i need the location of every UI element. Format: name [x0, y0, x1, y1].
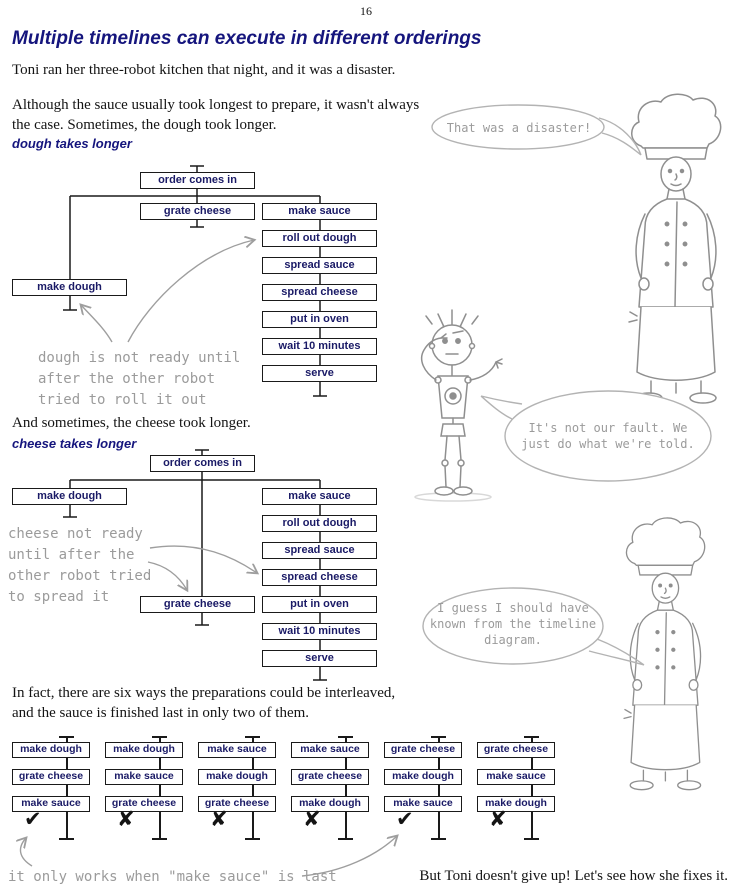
annotation-arrows: [20, 240, 397, 877]
timeline-box-serve-2: serve: [262, 650, 377, 667]
dough-annotation: dough is not ready until after the other…: [38, 350, 241, 408]
timeline-box-put-in-oven: put in oven: [262, 311, 377, 328]
mini-box: make dough: [384, 769, 462, 785]
timeline-box-serve: serve: [262, 365, 377, 382]
mini-timeline-5: grate cheese make dough make sauce ✔: [384, 735, 474, 845]
chef-illustration-top: [628, 93, 722, 404]
speech-bubble-should-have-known: I guess I should have known from the tim…: [429, 601, 597, 647]
six-ways-line1: In fact, there are six ways the preparat…: [12, 685, 396, 701]
check-mark: ✔: [24, 807, 42, 831]
timeline-line: [252, 737, 254, 839]
timeline-line: [345, 737, 347, 839]
mini-box: make sauce: [12, 796, 90, 812]
mini-box: grate cheese: [12, 769, 90, 785]
mini-box: make dough: [105, 742, 183, 758]
mini-box: make sauce: [291, 742, 369, 758]
six-ways-line2: and the sauce is finished last in only t…: [12, 705, 310, 721]
timeline-tick: [431, 838, 446, 840]
timeline-box-spread-cheese: spread cheese: [262, 284, 377, 301]
mini-timeline-1: make dough grate cheese make sauce ✔: [12, 735, 102, 845]
timeline-box-order-comes-in: order comes in: [140, 172, 255, 189]
timeline-tick: [59, 838, 74, 840]
timeline-tick: [152, 838, 167, 840]
speech-bubble-disaster: That was a disaster!: [446, 121, 592, 135]
timeline-box-grate-cheese-2: grate cheese: [140, 596, 255, 613]
six-ways-paragraph: In fact, there are six ways the preparat…: [12, 683, 492, 723]
robot-illustration: [414, 309, 503, 502]
mini-box: make sauce: [198, 742, 276, 758]
sauce-paragraph-line1: Although the sauce usually took longest …: [12, 97, 420, 113]
closing-paragraph: But Toni doesn't give up! Let's see how …: [419, 868, 728, 884]
cheese-paragraph: And sometimes, the cheese took longer.: [12, 415, 251, 431]
timeline-box-order-comes-in-2: order comes in: [150, 455, 255, 472]
mini-box: grate cheese: [198, 796, 276, 812]
mini-box: make dough: [12, 742, 90, 758]
timeline-tick: [245, 838, 260, 840]
timeline-box-make-dough: make dough: [12, 279, 127, 296]
cross-mark: ✘: [489, 807, 507, 831]
footnote-annotation: it only works when "make sauce" is last: [8, 869, 337, 885]
cheese-diagram-heading: cheese takes longer: [12, 436, 137, 451]
page-number: 16: [360, 4, 372, 18]
speech-bubble-not-our-fault: It's not our fault. We just do what we'r…: [521, 421, 695, 451]
timeline-tick: [338, 838, 353, 840]
mini-timeline-6: grate cheese make sauce make dough ✘: [477, 735, 567, 845]
timeline-tick: [524, 838, 539, 840]
mini-box: make sauce: [384, 796, 462, 812]
intro-paragraph: Toni ran her three-robot kitchen that ni…: [12, 62, 396, 78]
timeline-box-spread-cheese-2: spread cheese: [262, 569, 377, 586]
page-title: Multiple timelines can execute in differ…: [12, 28, 482, 49]
timeline-box-wait-10-minutes-2: wait 10 minutes: [262, 623, 377, 640]
chef-illustration-bottom: [623, 517, 706, 791]
cross-mark: ✘: [303, 807, 321, 831]
speech-bubble-shapes: [422, 104, 712, 666]
timeline-box-grate-cheese: grate cheese: [140, 203, 255, 220]
timeline-box-make-dough-2: make dough: [12, 488, 127, 505]
timeline-box-spread-sauce: spread sauce: [262, 257, 377, 274]
timeline-box-put-in-oven-2: put in oven: [262, 596, 377, 613]
dough-diagram-heading: dough takes longer: [12, 136, 132, 151]
timeline-box-spread-sauce-2: spread sauce: [262, 542, 377, 559]
timeline-box-roll-out-dough-2: roll out dough: [262, 515, 377, 532]
mini-box: grate cheese: [291, 769, 369, 785]
sauce-paragraph: Although the sauce usually took longest …: [12, 95, 492, 135]
mini-box: make dough: [198, 769, 276, 785]
cross-mark: ✘: [210, 807, 228, 831]
mini-box: grate cheese: [477, 742, 555, 758]
timeline-box-make-sauce: make sauce: [262, 203, 377, 220]
sauce-paragraph-line2: the case. Sometimes, the dough took long…: [12, 117, 277, 133]
mini-box: make dough: [291, 796, 369, 812]
timeline-line: [66, 737, 68, 839]
timeline-box-roll-out-dough: roll out dough: [262, 230, 377, 247]
mini-box: make dough: [477, 796, 555, 812]
cross-mark: ✘: [117, 807, 135, 831]
mini-timeline-2: make dough make sauce grate cheese ✘: [105, 735, 195, 845]
timeline-line: [159, 737, 161, 839]
timeline-line: [531, 737, 533, 839]
timeline-box-wait-10-minutes: wait 10 minutes: [262, 338, 377, 355]
mini-timeline-3: make sauce make dough grate cheese ✘: [198, 735, 288, 845]
mini-box: make sauce: [105, 769, 183, 785]
timeline-box-make-sauce-2: make sauce: [262, 488, 377, 505]
mini-box: grate cheese: [105, 796, 183, 812]
check-mark: ✔: [396, 807, 414, 831]
mini-box: grate cheese: [384, 742, 462, 758]
cheese-annotation: cheese not ready until after the other r…: [8, 526, 152, 605]
timeline-line: [438, 737, 440, 839]
mini-box: make sauce: [477, 769, 555, 785]
mini-timeline-4: make sauce grate cheese make dough ✘: [291, 735, 381, 845]
